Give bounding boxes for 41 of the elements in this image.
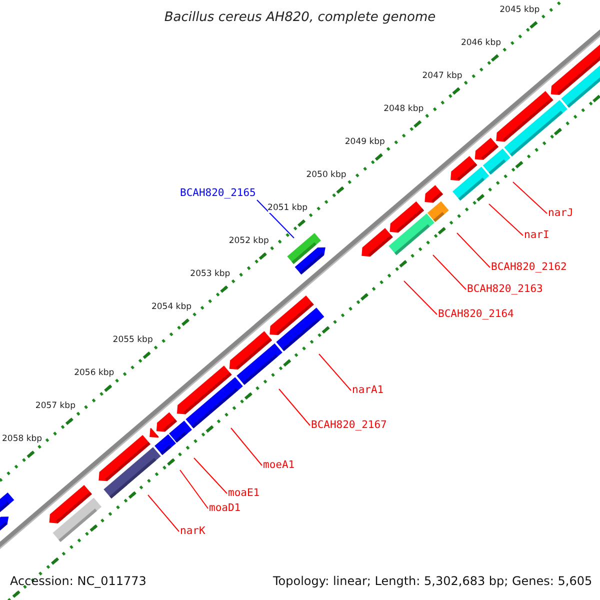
scale-label: 2056 kbp	[74, 369, 114, 378]
genome-info-text: Topology: linear; Length: 5,302,683 bp; Genes: 5,605	[273, 575, 592, 587]
scale-label: 2054 kbp	[151, 303, 192, 312]
leader-line	[194, 458, 228, 494]
leader-line	[180, 470, 208, 509]
gene-label: narK	[180, 526, 206, 536]
gene-label: narJ	[548, 208, 574, 218]
scale-label: 2049 kbp	[344, 138, 385, 147]
gene-label: narI	[524, 230, 550, 240]
scale-label: 2048 kbp	[384, 105, 424, 114]
gene-label: narA1	[352, 385, 384, 396]
scale-label: 2051 kbp	[268, 204, 308, 213]
leader-line	[404, 280, 438, 315]
scale-label: 2052 kbp	[228, 237, 269, 246]
gene-label: BCAH820_2165	[180, 188, 256, 198]
leader-line	[148, 494, 180, 532]
scale-label: 2046 kbp	[460, 38, 502, 48]
leader-line	[488, 204, 524, 236]
scale-label: 2050 kbp	[306, 171, 346, 180]
gene-label: moaE1	[228, 488, 260, 498]
gene-label: BCAH820_2163	[467, 284, 543, 294]
scale-label: 2053 kbp	[190, 270, 230, 279]
scale-label: 2047 kbp	[422, 72, 462, 80]
gene-label: BCAH820_2162	[491, 262, 567, 272]
scale-label: 2045 kbp	[500, 6, 540, 14]
accession-text: Accession: NC_011773	[10, 575, 146, 587]
leader-line	[432, 254, 466, 290]
gene-label: BCAH820_2164	[438, 309, 514, 320]
leader-line	[456, 232, 490, 268]
scale-label: 2057 kbp	[35, 402, 76, 411]
scale-label: 2055 kbp	[112, 336, 153, 345]
leader-line	[230, 428, 262, 466]
chart-title: Bacillus cereus AH820, complete genome	[163, 11, 437, 24]
gene-label: moaD1	[209, 503, 241, 514]
gene-label: BCAH820_2167	[311, 420, 387, 430]
leader-line	[512, 182, 548, 214]
gene-label: moeA1	[263, 460, 295, 470]
leader-line	[256, 200, 294, 238]
leader-line	[278, 388, 310, 426]
leader-line	[318, 354, 352, 391]
scale-label: 2058 kbp	[2, 435, 42, 444]
